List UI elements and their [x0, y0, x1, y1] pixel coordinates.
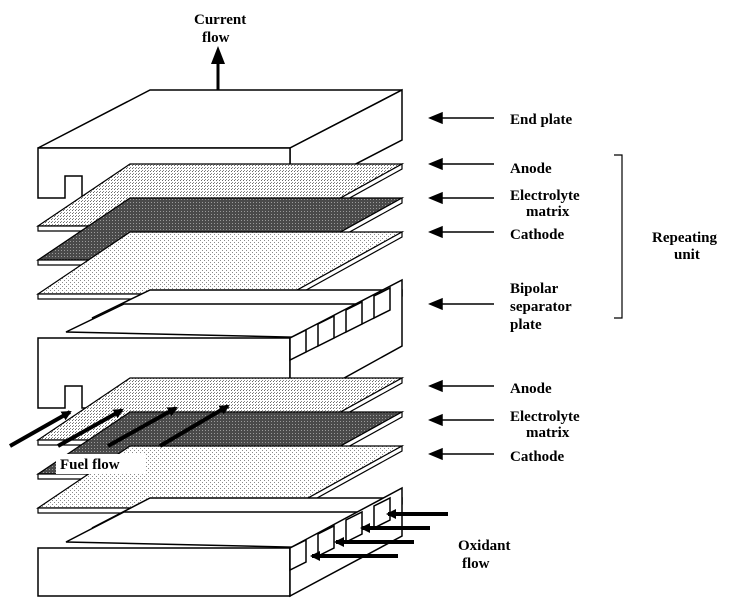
current-flow-label-line2: flow	[202, 30, 230, 46]
anode-bottom-label: Anode	[510, 381, 552, 397]
electrolyte-top-label-line1: Electrolyte	[510, 188, 580, 204]
electrolyte-bottom-label-line1: Electrolyte	[510, 409, 580, 425]
end-plate-label: End plate	[510, 112, 572, 128]
fuel-flow-arrows	[9, 404, 230, 448]
repeating-unit-label-line2: unit	[674, 247, 700, 263]
oxidant-flow-label-line2: flow	[462, 556, 490, 572]
cathode-bottom-label: Cathode	[510, 449, 565, 465]
bipolar-label-line3: plate	[510, 317, 542, 333]
anode-top-label: Anode	[510, 161, 552, 177]
oxidant-flow-arrows	[310, 509, 448, 561]
oxidant-flow-label-line1: Oxidant	[458, 538, 511, 554]
current-flow-label-line1: Current	[194, 12, 246, 28]
electrolyte-top-label-line2: matrix	[526, 204, 570, 220]
cathode-top-label: Cathode	[510, 227, 565, 243]
label-pointer-arrows	[428, 111, 494, 461]
electrolyte-bottom-label-line2: matrix	[526, 425, 570, 441]
bipolar-label-line2: separator	[510, 299, 572, 315]
repeating-unit-label-line1: Repeating	[652, 230, 717, 246]
repeating-unit-bracket	[614, 154, 623, 319]
end-plate-bottom	[37, 486, 403, 598]
fuel-flow-label-box	[56, 454, 146, 474]
fuel-flow-label: Fuel flow	[60, 457, 120, 473]
bipolar-label-line1: Bipolar	[510, 281, 559, 297]
